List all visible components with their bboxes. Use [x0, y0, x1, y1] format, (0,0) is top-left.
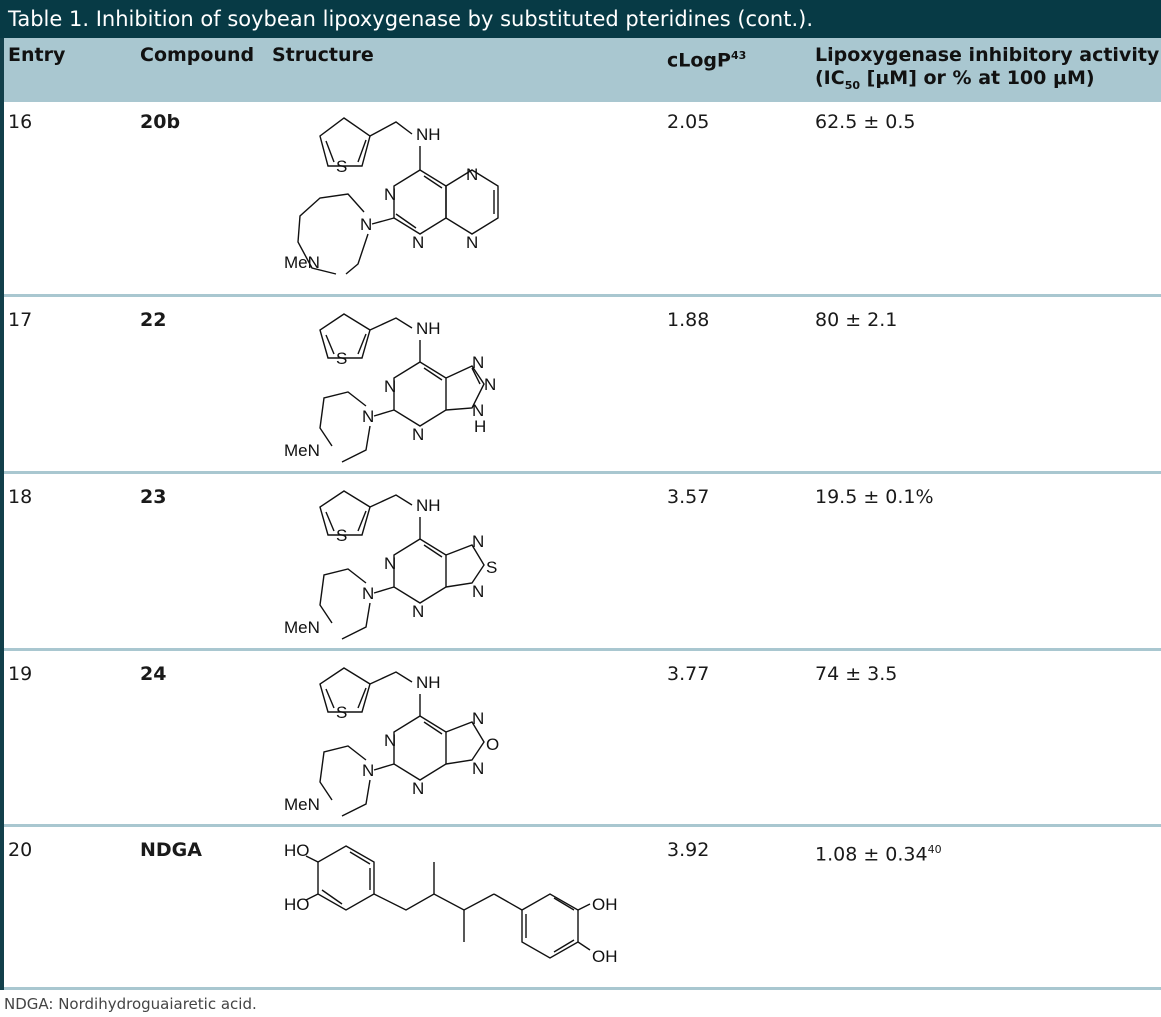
- cell-clogp: 1.88: [667, 309, 710, 331]
- table-header: Entry Compound Structure cLogP43 Lipoxyg…: [4, 38, 1161, 102]
- svg-text:N: N: [384, 731, 396, 750]
- svg-text:N: N: [412, 602, 424, 621]
- header-compound: Compound: [140, 44, 255, 66]
- cell-clogp: 3.57: [667, 486, 710, 508]
- svg-text:S: S: [336, 157, 347, 176]
- table-row: 17 22 1.88 80 ± 2.1 S NH N N N H N N N: [4, 300, 1161, 474]
- table-row: 19 24 3.77 74 ± 3.5 S NH N O N N N N MeN: [4, 654, 1161, 827]
- cell-entry: 16: [8, 111, 33, 133]
- cell-compound: NDGA: [140, 839, 202, 861]
- svg-text:N: N: [472, 709, 484, 728]
- header-clogp: cLogP43: [667, 49, 747, 72]
- cell-compound: 20b: [140, 111, 181, 133]
- structure-22: S NH N N N H N N N MeN: [284, 313, 496, 463]
- svg-text:N: N: [362, 761, 374, 780]
- cell-clogp: 3.77: [667, 663, 710, 685]
- cell-clogp: 3.92: [667, 839, 710, 861]
- svg-text:S: S: [336, 349, 347, 368]
- svg-text:S: S: [336, 526, 347, 545]
- cell-clogp: 2.05: [667, 111, 710, 133]
- cell-activity: 1.08 ± 0.3440: [815, 843, 942, 866]
- structure-23: S NH N S N N N N MeN: [284, 490, 497, 640]
- svg-text:N: N: [384, 554, 396, 573]
- header-structure: Structure: [272, 44, 374, 66]
- structure-20b: S NH N N N N N MeN: [284, 117, 499, 275]
- header-entry: Entry: [8, 44, 66, 66]
- cell-activity: 19.5 ± 0.1%: [815, 486, 934, 508]
- cell-activity: 62.5 ± 0.5: [815, 111, 916, 133]
- svg-text:N: N: [472, 532, 484, 551]
- svg-text:MeN: MeN: [284, 441, 320, 460]
- svg-text:NH: NH: [416, 319, 441, 338]
- svg-text:O: O: [486, 735, 499, 754]
- cell-activity: 80 ± 2.1: [815, 309, 898, 331]
- svg-text:N: N: [384, 185, 396, 204]
- table-title: Table 1. Inhibition of soybean lipoxygen…: [0, 0, 1161, 38]
- svg-text:HO: HO: [284, 895, 310, 914]
- table-row: 18 23 3.57 19.5 ± 0.1% S NH N S N N N N …: [4, 477, 1161, 651]
- svg-text:NH: NH: [416, 125, 441, 144]
- svg-text:NH: NH: [416, 496, 441, 515]
- svg-text:N: N: [484, 375, 496, 394]
- svg-text:S: S: [486, 558, 497, 577]
- svg-text:N: N: [472, 759, 484, 778]
- cell-entry: 19: [8, 663, 33, 685]
- svg-text:N: N: [360, 215, 372, 234]
- table-row: 20 NDGA 3.92 1.08 ± 0.3440 HO HO: [4, 830, 1161, 990]
- svg-text:N: N: [412, 233, 424, 252]
- cell-compound: 22: [140, 309, 167, 331]
- cell-compound: 24: [140, 663, 167, 685]
- svg-text:N: N: [472, 401, 484, 420]
- table-footnote: NDGA: Nordihydroguaiaretic acid.: [4, 995, 257, 1013]
- cell-entry: 20: [8, 839, 33, 861]
- svg-text:HO: HO: [284, 841, 310, 860]
- svg-text:N: N: [466, 165, 478, 184]
- svg-text:NH: NH: [416, 673, 441, 692]
- cell-compound: 23: [140, 486, 167, 508]
- svg-text:H: H: [474, 417, 486, 436]
- header-activity: Lipoxygenase inhibitory activity (IC50 […: [815, 44, 1160, 92]
- svg-text:N: N: [472, 582, 484, 601]
- svg-text:N: N: [466, 233, 478, 252]
- cell-entry: 18: [8, 486, 33, 508]
- table-row: 16 20b 2.05 62.5 ± 0.5 S NH N N N N: [4, 102, 1161, 297]
- structure-24: S NH N O N N N N MeN: [284, 667, 499, 817]
- structure-ndga: HO HO OH OH: [284, 841, 618, 966]
- svg-text:N: N: [362, 407, 374, 426]
- svg-text:MeN: MeN: [284, 618, 320, 637]
- svg-text:N: N: [412, 425, 424, 444]
- svg-text:N: N: [472, 353, 484, 372]
- svg-text:N: N: [362, 584, 374, 603]
- left-border: [0, 0, 4, 990]
- cell-entry: 17: [8, 309, 33, 331]
- svg-text:OH: OH: [592, 895, 618, 914]
- svg-text:OH: OH: [592, 947, 618, 966]
- svg-text:S: S: [336, 703, 347, 722]
- svg-text:N: N: [412, 779, 424, 798]
- svg-text:MeN: MeN: [284, 795, 320, 814]
- cell-activity: 74 ± 3.5: [815, 663, 898, 685]
- svg-text:MeN: MeN: [284, 253, 320, 272]
- svg-text:N: N: [384, 377, 396, 396]
